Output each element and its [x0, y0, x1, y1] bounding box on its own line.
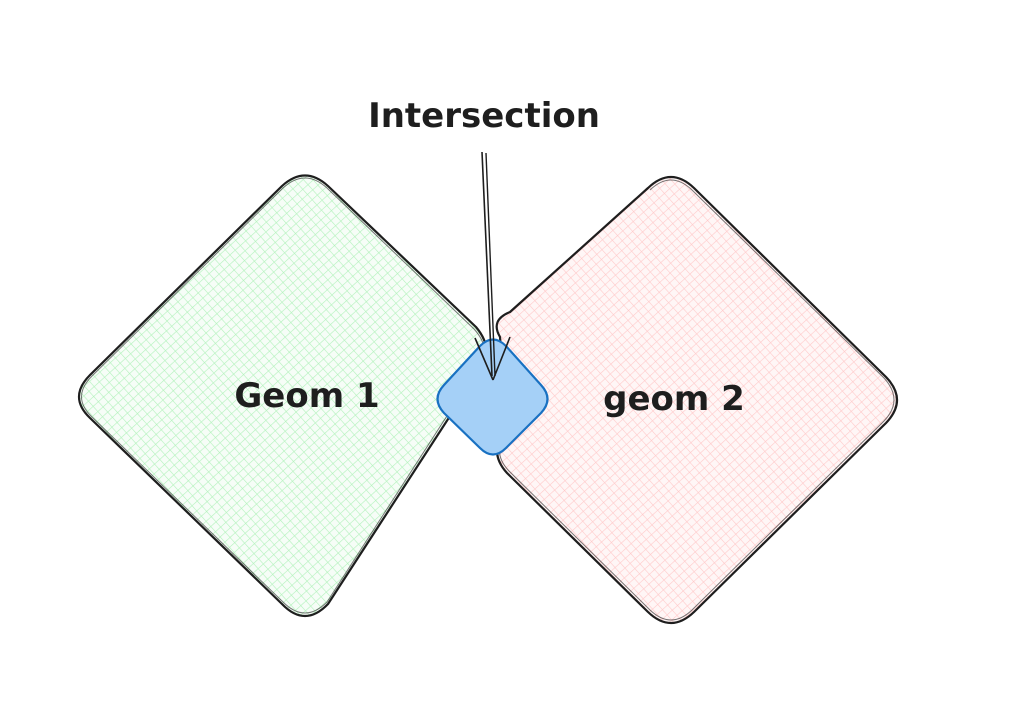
geom-1-label: Geom 1	[234, 376, 379, 416]
geom-2-shape[interactable]	[495, 175, 899, 625]
intersection-label: Intersection	[368, 96, 600, 136]
intersection-arrow[interactable]	[474, 151, 511, 381]
geom-1-shape[interactable]	[77, 174, 488, 618]
intersection-shape[interactable]	[436, 338, 549, 456]
geom-2-label: geom 2	[603, 379, 745, 419]
